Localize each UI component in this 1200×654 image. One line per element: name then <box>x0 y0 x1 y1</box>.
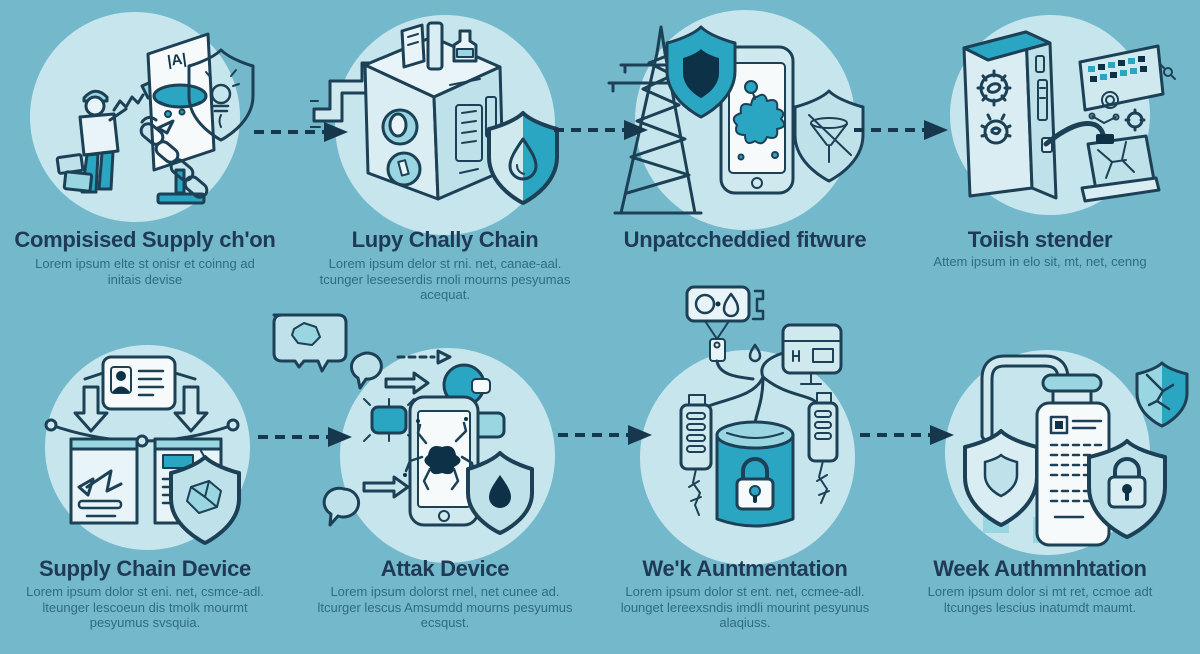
chain-links-icon <box>139 115 209 199</box>
crate-left <box>69 437 139 525</box>
supply-chain-device-illustration <box>44 355 241 545</box>
small-speech-bubble-icon <box>349 351 383 390</box>
moisture-gauge-icon <box>685 285 765 362</box>
malware-package-icon <box>1043 121 1161 203</box>
panel-title-compromised-supply: Compisised Supply ch'on <box>14 227 276 252</box>
id-card-icon <box>101 355 177 411</box>
panel-title-supply-chain-device: Supply Chain Device <box>39 556 251 581</box>
server-cabinet <box>962 30 1058 200</box>
sensor-left-icon <box>679 394 713 516</box>
panel-title-weak-authentication: We'k Auntmentation <box>642 556 848 581</box>
shield-drop-dark-icon <box>466 451 534 535</box>
flow-arrow-2 <box>554 120 648 140</box>
signboard: |A| <box>146 32 216 205</box>
flow-arrow-6 <box>860 425 954 445</box>
attacked-phone <box>403 395 480 527</box>
shield-badge-icon <box>665 25 737 119</box>
dashed-arrows <box>384 349 452 395</box>
compromised-supply-illustration: |A| <box>55 32 255 205</box>
sensor-right-icon <box>807 392 839 504</box>
speech-bubble-blob-icon <box>272 313 348 373</box>
weak-authentication-illustration <box>679 285 843 528</box>
supply-chain-machine-illustration <box>310 21 559 205</box>
panel-title-week-authentication: Week Authmnhtation <box>933 556 1147 581</box>
worker-figure <box>55 89 128 194</box>
panel-subtitle-tampered-hardware: Attem ipsum in elo sit, mt, net, cenng <box>933 254 1147 269</box>
panel-title-unpatched-firmware: Unpatccheddied fitwure <box>623 227 867 252</box>
gear-icon <box>976 69 1012 107</box>
shield-inner-shield-icon <box>963 429 1039 527</box>
factory-machine <box>363 21 505 201</box>
circuit-board-icon <box>1078 44 1176 132</box>
panel-title-supply-chain: Lupy Chally Chain <box>351 227 539 252</box>
bottom-bubble-icon <box>322 475 410 527</box>
shield-funnel-icon <box>793 89 865 183</box>
distribution-arrows <box>44 371 240 448</box>
lock-icon <box>735 457 775 511</box>
tampered-hardware-illustration <box>962 30 1176 203</box>
infected-phone <box>719 45 795 195</box>
small-gear-icon <box>1124 108 1146 132</box>
flow-arrow-4 <box>258 427 352 447</box>
bug-icon <box>980 113 1012 145</box>
week-authentication-illustration <box>963 354 1189 547</box>
spider-splat-icon <box>403 417 478 491</box>
virus-blob-icon <box>732 93 786 145</box>
shield-lightbulb-icon <box>187 48 255 142</box>
iot-box-icon <box>781 323 843 385</box>
glitch-chip-icon <box>363 398 415 442</box>
flow-arrow-1 <box>254 122 348 142</box>
flow-arrow-5 <box>558 425 652 445</box>
svg-text:|A|: |A| <box>166 50 187 70</box>
panel-title-tampered-hardware: Toiish stender <box>967 227 1113 252</box>
panel-subtitle-supply-chain-device: Lorem ipsum dolor st eni. net, csmce-adl… <box>26 584 264 630</box>
shield-cracked-icon <box>1135 361 1189 428</box>
shield-waterdrop-icon <box>487 111 559 205</box>
panel-subtitle-weak-authentication: Lorem ipsum dolor st ent. net, ccmee-adl… <box>620 584 870 630</box>
flow-arrow-3 <box>854 120 948 140</box>
white-notch-icon <box>471 378 491 394</box>
panel-subtitle-supply-chain: Lorem ipsum delor st rni. net, canae-aal… <box>319 256 571 302</box>
unpatched-firmware-illustration <box>607 25 865 215</box>
locked-canister-icon <box>715 420 795 528</box>
panel-subtitle-compromised-supply: Lorem ipsum elte st onisr et coinng ad i… <box>35 256 255 287</box>
panel-title-attack-device: Attak Device <box>380 556 510 581</box>
shield-lock-icon <box>1087 439 1167 539</box>
shield-crumpled-paper-icon <box>169 455 241 545</box>
panel-subtitle-week-authentication: Lorem ipsum dolor si mt ret, ccmoe adt l… <box>927 584 1153 615</box>
panel-subtitle-attack-device: Lorem ipsum dolorst rnel, net cunee ad. … <box>317 584 573 630</box>
attack-device-illustration <box>272 313 534 535</box>
document-checklist-icon <box>1035 373 1111 547</box>
